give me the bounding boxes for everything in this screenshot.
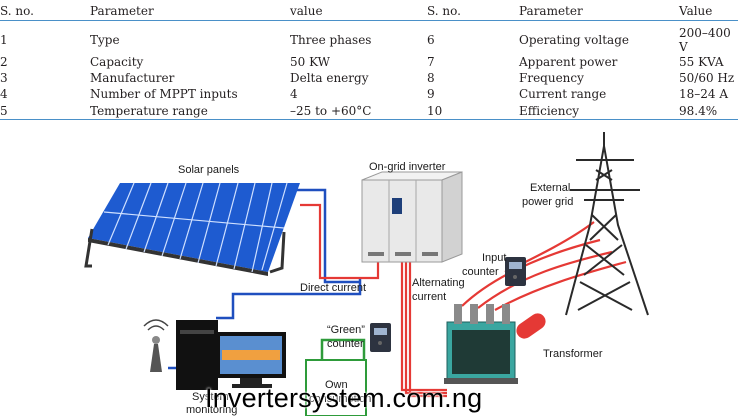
dc-positive-wire [300,203,380,280]
cell: 9 [427,87,435,102]
own-consumption-box [305,359,367,416]
label-monitoring-2: monitoring [186,404,237,416]
cell: 50/60 Hz [679,71,735,86]
cell: 3 [0,71,8,86]
solar-panel-icon [84,182,300,276]
cell: Delta energy [290,71,369,86]
label-green-counter-2: counter [327,338,364,350]
col-header-sno-1: S. no. [0,0,90,21]
cell: Manufacturer [90,71,175,86]
antenna-icon [143,319,169,372]
label-green-counter-1: “Green” [327,324,365,336]
label-direct-current: Direct current [300,282,366,294]
label-grid-2: power grid [522,196,573,208]
cell: Efficiency [519,103,580,118]
own-consumption-wire [320,338,366,360]
cell: 1 [0,33,8,47]
input-counter-icon [505,257,526,286]
cell: 4 [290,87,298,102]
power-tower-icon [565,132,649,316]
cell: Type [90,33,120,47]
inverter-icon [361,171,463,263]
table-row: 4 Number of MPPT inputs 4 9 Current rang… [0,86,738,102]
label-input-counter-1: Input [482,252,506,264]
cell: Number of MPPT inputs [90,87,238,102]
cell: 50 KW [290,55,330,70]
cell: Operating voltage [519,33,629,47]
cell: 200–400 V [679,26,731,54]
table-row: 2 Capacity 50 KW 7 Apparent power 55 KVA [0,54,738,70]
cell: 10 [427,103,443,118]
monitoring-pc-icon [176,320,286,390]
cell: –25 to +60°C [290,103,372,118]
cell: 7 [427,55,435,70]
cell: 2 [0,55,8,70]
label-ac-1: Alternating [412,277,465,289]
spec-table: S. no. Parameter value S. no. Parameter … [0,0,738,120]
label-own-2: consumption [309,393,371,405]
cell: 5 [0,103,8,118]
table-row: 1 Type Three phases 6 Operating voltage … [0,21,738,54]
cell: 98.4% [679,103,718,118]
table-row: 5 Temperature range –25 to +60°C 10 Effi… [0,103,738,120]
cell: Three phases [290,33,372,47]
cell: 55 KVA [679,55,724,70]
cell: Current range [519,87,607,102]
transformer-icon [444,304,546,384]
label-grid-1: External [530,182,570,194]
cell: 8 [427,71,435,86]
label-own-1: Own [325,379,348,391]
col-header-value-2: Value [679,0,738,21]
transformer-tank-icon [516,313,546,339]
col-header-parameter-1: Parameter [90,0,290,21]
cell: Temperature range [90,103,208,118]
col-header-parameter-2: Parameter [519,0,679,21]
pv-system-diagram: Solar panels On-grid inverter External p… [84,132,649,416]
label-transformer: Transformer [543,348,603,360]
cell: Capacity [90,55,144,70]
green-counter-icon [370,323,391,352]
watermark-text: Invertersystem.com.ng [205,383,483,413]
table-header-row: S. no. Parameter value S. no. Parameter … [0,0,738,21]
label-monitoring-1: System [192,391,229,403]
cell: 6 [427,33,435,47]
cell: 4 [0,87,8,102]
label-solar-panels: Solar panels [178,164,240,176]
cell: Apparent power [519,55,618,70]
cell: 18–24 A [679,87,729,102]
label-input-counter-2: counter [462,266,499,278]
cell: Frequency [519,71,584,86]
col-header-sno-2: S. no. [427,0,519,21]
label-ac-2: current [412,291,446,303]
table-row: 3 Manufacturer Delta energy 8 Frequency … [0,70,738,86]
label-inverter: On-grid inverter [369,161,446,173]
col-header-value-1: value [290,0,427,21]
